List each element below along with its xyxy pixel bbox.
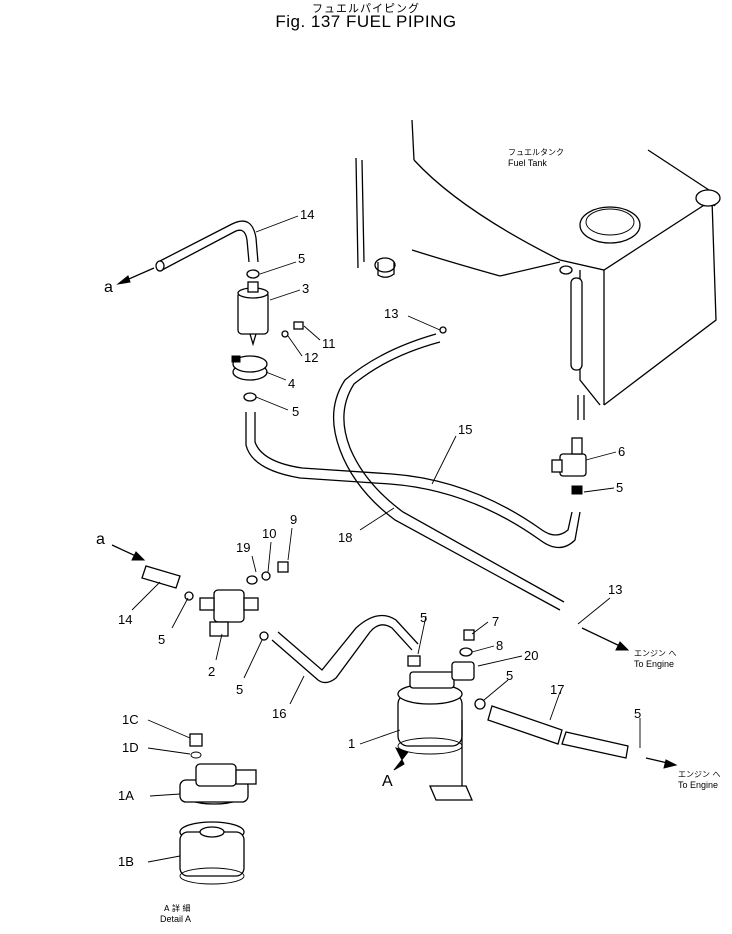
valve-part-6 bbox=[551, 437, 587, 495]
callout-11: 11 bbox=[322, 336, 336, 351]
callout-17: 17 bbox=[550, 682, 564, 697]
callout-5-e: 5 bbox=[236, 682, 243, 697]
callout-8: 8 bbox=[496, 638, 503, 653]
callout-12: 12 bbox=[304, 350, 318, 365]
callout-5-c: 5 bbox=[616, 480, 623, 495]
callout-6: 6 bbox=[618, 444, 625, 459]
callout-5-g: 5 bbox=[506, 668, 513, 683]
callout-3: 3 bbox=[302, 281, 309, 296]
clamp-part-4 bbox=[231, 355, 268, 381]
tank-label-jp: フュエルタンク bbox=[508, 148, 564, 157]
callout-14-left: 14 bbox=[118, 612, 132, 627]
detail-a-filter bbox=[179, 733, 257, 885]
callout-7: 7 bbox=[492, 614, 499, 629]
callout-13-right: 13 bbox=[608, 582, 622, 597]
engine-arrow-2-jp: エンジン へ bbox=[678, 770, 721, 779]
fuel-filter-part-1 bbox=[397, 629, 486, 801]
callout-5-f: 5 bbox=[420, 610, 427, 625]
figure-title-japanese: フュエルパイピング bbox=[312, 2, 420, 15]
priming-pump-part-2 bbox=[184, 561, 289, 641]
callout-14-top: 14 bbox=[300, 207, 314, 222]
callout-10: 10 bbox=[262, 526, 276, 541]
callout-2: 2 bbox=[208, 664, 215, 679]
callout-16: 16 bbox=[272, 706, 286, 721]
callout-4: 4 bbox=[288, 376, 295, 391]
callout-19: 19 bbox=[236, 540, 250, 555]
connection-a-left: a bbox=[96, 531, 105, 548]
callout-1A: 1A bbox=[118, 788, 134, 803]
callout-5-h: 5 bbox=[634, 706, 641, 721]
engine-arrow-1-label: To Engine bbox=[634, 659, 674, 669]
engine-arrow-1-jp: エンジン へ bbox=[634, 649, 677, 658]
fuel-tank bbox=[355, 119, 721, 420]
callout-15: 15 bbox=[458, 422, 472, 437]
callout-18: 18 bbox=[338, 530, 352, 545]
callout-13-top: 13 bbox=[384, 306, 398, 321]
figure-title: Fig. 137 FUEL PIPING bbox=[275, 12, 457, 31]
callout-5-d: 5 bbox=[158, 632, 165, 647]
callout-5-b: 5 bbox=[292, 404, 299, 419]
callout-9: 9 bbox=[290, 512, 297, 527]
leader-lines bbox=[131, 215, 641, 863]
view-a-arrow bbox=[393, 747, 409, 771]
detail-a-label-jp: A 詳 細 bbox=[164, 903, 191, 913]
callout-20: 20 bbox=[524, 648, 538, 663]
view-a-label: A bbox=[382, 773, 393, 790]
connection-a-top: a bbox=[104, 279, 113, 296]
callout-1D: 1D bbox=[122, 740, 139, 755]
small-parts-top bbox=[243, 269, 447, 402]
callout-5-a: 5 bbox=[298, 251, 305, 266]
flow-arrows bbox=[111, 267, 678, 771]
callout-1C: 1C bbox=[122, 712, 139, 727]
callout-1: 1 bbox=[348, 736, 355, 751]
fuel-strainer-part-3 bbox=[237, 281, 269, 347]
detail-a-label: Detail A bbox=[160, 914, 191, 924]
engine-arrow-2-label: To Engine bbox=[678, 780, 718, 790]
tank-label: Fuel Tank bbox=[508, 158, 547, 168]
hoses bbox=[141, 220, 629, 759]
callout-1B: 1B bbox=[118, 854, 134, 869]
